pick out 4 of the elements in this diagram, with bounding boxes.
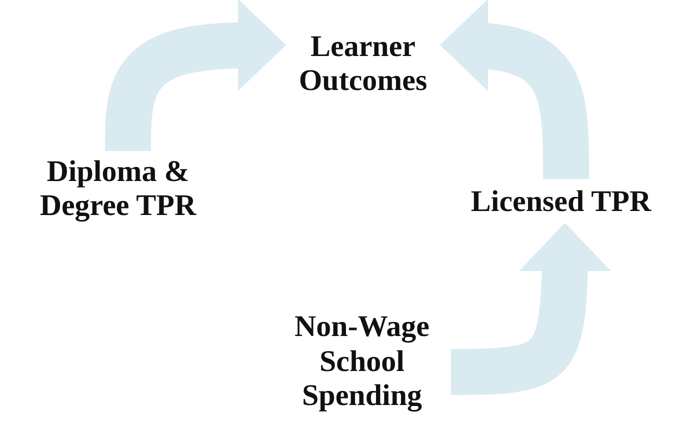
- node-label: Learner Outcomes: [298, 30, 428, 98]
- node-label: Licensed TPR: [470, 184, 652, 220]
- node-label: Non-Wage School Spending: [294, 310, 430, 414]
- node-label: Diploma & Degree TPR: [38, 154, 198, 224]
